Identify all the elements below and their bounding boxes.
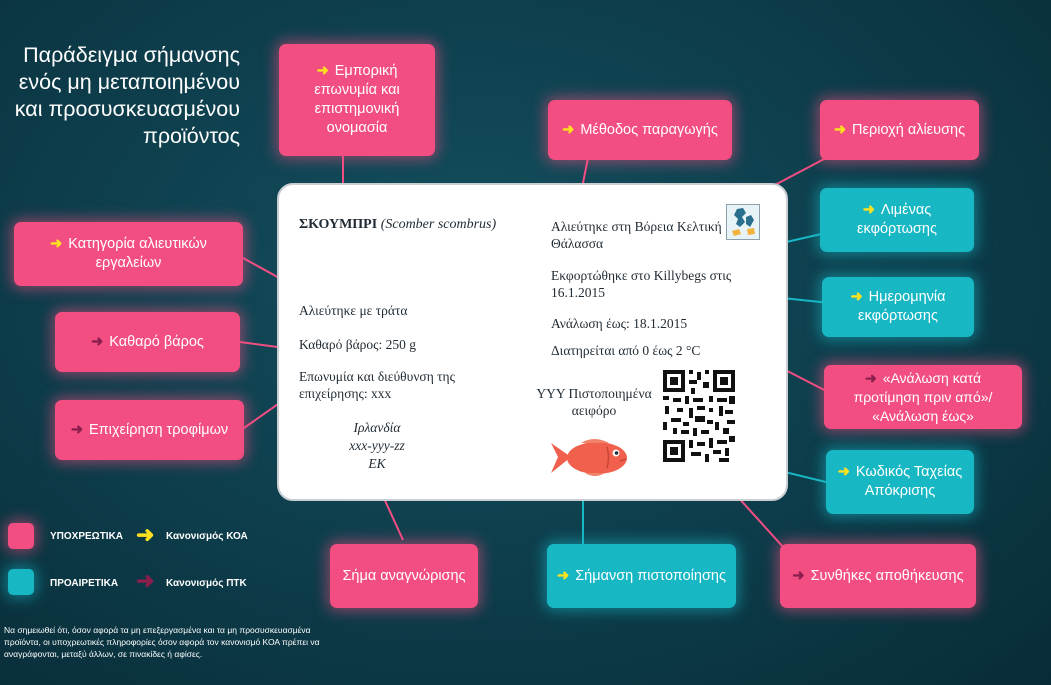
- callout-food-business: ➜ Επιχείρηση τροφίμων: [55, 400, 244, 460]
- callout-gear-category-text: Κατηγορία αλιευτικών εργαλείων: [68, 236, 207, 271]
- legend-optional-swatch: [8, 569, 34, 595]
- callout-gear-category: ➜ Κατηγορία αλιευτικών εργαλείων: [14, 222, 243, 286]
- net-weight: Καθαρό βάρος: 250 g: [299, 337, 416, 352]
- caught-with: Αλιεύτηκε με τράτα: [299, 303, 408, 318]
- id-ek: ΕΚ: [368, 456, 386, 471]
- callout-net-weight: ➜ Καθαρό βάρος: [55, 312, 240, 372]
- callout-cert-label-text: Σήμανση πιστοποίησης: [575, 567, 726, 584]
- arrow-cmo-icon: ➜: [557, 567, 570, 584]
- callout-production-method: ➜ Μέθοδος παραγωγής: [548, 100, 732, 160]
- callout-landing-date-text: Ημερομηνία εκφόρτωσης: [858, 289, 946, 324]
- callout-id-mark: Σήμα αναγνώρισης: [330, 544, 478, 608]
- arrow-cmo-icon: ➜: [837, 464, 850, 480]
- callout-landing-port: ➜Λιμένας εκφόρτωσης: [820, 188, 974, 252]
- arrow-cmo-icon: ➜: [50, 236, 63, 252]
- callout-commercial-name: ➜Εμπορική επωνυμία και επιστημονική ονομ…: [279, 44, 435, 156]
- qr-code-icon: [663, 370, 735, 462]
- product-label: ΣΚΟΥΜΠΡΙ (Scomber scombrus) Αλιεύτηκε με…: [277, 183, 788, 501]
- page-title: Παράδειγμα σήμανσης ενός μη μεταποιημένο…: [14, 43, 240, 148]
- legend-fic-arrow-icon: ➜: [136, 568, 155, 593]
- business-address: Επωνυμία και διεύθυνση της επιχείρησης: …: [299, 369, 455, 401]
- callout-production-method-text: Μέθοδος παραγωγής: [580, 121, 718, 138]
- arrow-fic-icon: ➜: [70, 421, 83, 438]
- catch-area: Αλιεύτηκε στη Βόρεια Κελτική Θάλασσα: [551, 219, 722, 251]
- identification-mark: Ιρλανδία xxx-yyy-zz ΕΚ: [337, 419, 417, 473]
- legend-mandatory-label: ΥΠΟΧΡΕΩΤΙΚΑ: [50, 531, 124, 542]
- callout-storage: ➜ Συνθήκες αποθήκευσης: [780, 544, 976, 608]
- callout-best-before: ➜«Ανάλωση κατά προτίμηση πριν από»/ «Ανά…: [824, 365, 1022, 429]
- callout-qr-code-text: Κωδικός Ταχείας Απόκρισης: [855, 464, 963, 499]
- legend-mandatory-swatch: [8, 523, 34, 549]
- id-code: xxx-yyy-zz: [349, 438, 405, 453]
- callout-landing-date: ➜Ημερομηνία εκφόρτωσης: [822, 277, 974, 337]
- callout-commercial-name-text: Εμπορική επωνυμία και επιστημονική ονομα…: [314, 63, 400, 136]
- legend-cmo-arrow-icon: ➜: [136, 522, 155, 547]
- callout-food-business-text: Επιχείρηση τροφίμων: [89, 421, 229, 438]
- scientific-name: (Scomber scombrus): [380, 217, 497, 232]
- arrow-cmo-icon: ➜: [833, 121, 847, 138]
- arrow-cmo-icon: ➜: [850, 289, 863, 305]
- arrow-fic-icon: ➜: [864, 369, 877, 386]
- callout-landing-port-text: Λιμένας εκφόρτωσης: [857, 202, 937, 237]
- arrow-cmo-icon: ➜: [862, 202, 875, 218]
- species-line: ΣΚΟΥΜΠΡΙ (Scomber scombrus): [299, 216, 496, 233]
- storage-conditions: Διατηρείται από 0 έως 2 °C: [551, 343, 701, 358]
- certification-label: ΥΥΥ Πιστοποιημένα αειφόρο: [536, 386, 652, 418]
- id-country: Ιρλανδία: [353, 420, 401, 435]
- species-name: ΣΚΟΥΜΠΡΙ: [299, 217, 378, 232]
- callout-cert-label: ➜ Σήμανση πιστοποίησης: [547, 544, 736, 608]
- callout-storage-text: Συνθήκες αποθήκευσης: [810, 567, 964, 584]
- landing-info: Εκφορτώθηκε στο Killybegs στις 16.1.2015: [551, 268, 732, 300]
- callout-net-weight-text: Καθαρό βάρος: [109, 333, 204, 350]
- legend-fic-label: Κανονισμός ΠΤΚ: [166, 578, 247, 589]
- arrow-fic-icon: ➜: [792, 567, 805, 584]
- arrow-fic-icon: ➜: [91, 333, 104, 350]
- map-icon: [726, 204, 760, 240]
- callout-best-before-text: «Ανάλωση κατά προτίμηση πριν από»/ «Ανάλ…: [853, 369, 993, 424]
- callout-qr-code: ➜ Κωδικός Ταχείας Απόκρισης: [826, 450, 974, 514]
- callout-id-mark-text: Σήμα αναγνώρισης: [342, 567, 466, 584]
- arrow-cmo-icon: ➜: [562, 121, 575, 138]
- footnote: Να σημειωθεί ότι, όσον αφορά τα μη επεξε…: [4, 625, 320, 659]
- fish-icon: [549, 435, 634, 480]
- callout-catch-area: ➜ Περιοχή αλίευσης: [820, 100, 979, 160]
- callout-catch-area-text: Περιοχή αλίευσης: [852, 121, 966, 138]
- legend-cmo-label: Κανονισμός ΚΟΑ: [166, 531, 248, 542]
- legend-optional-label: ΠΡΟΑΙΡΕΤΙΚΑ: [50, 578, 119, 589]
- arrow-cmo-icon: ➜: [316, 63, 329, 79]
- use-by-date: Ανάλωση έως: 18.1.2015: [551, 316, 688, 331]
